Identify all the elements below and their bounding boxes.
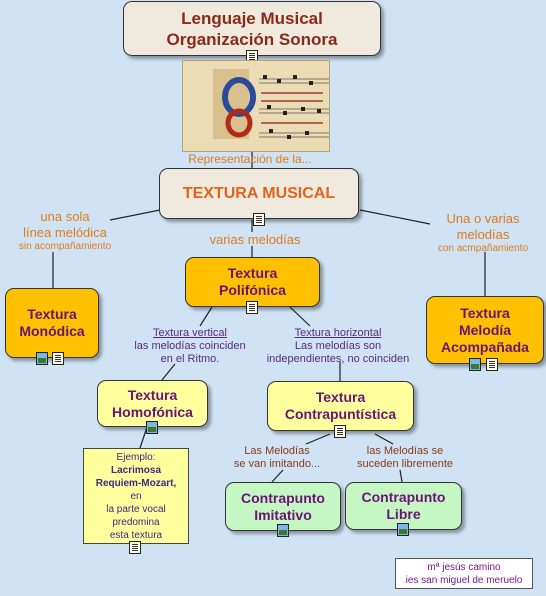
image-icon[interactable] xyxy=(36,352,48,365)
connector-poly-horizontal xyxy=(289,306,311,327)
example-line6: predomina xyxy=(112,516,160,528)
node-textura-monodica-line2: Monódica xyxy=(19,323,85,339)
document-icon[interactable] xyxy=(129,541,141,554)
author-credit-line2: ies san miguel de meruelo xyxy=(405,575,523,586)
image-icon[interactable] xyxy=(397,523,409,536)
node-homofonica-line2: Homofónica xyxy=(112,403,193,420)
document-icon[interactable] xyxy=(486,358,498,371)
node-textura-polifonica[interactable]: Textura Polifónica xyxy=(185,257,320,307)
link-textura-vertical[interactable]: Textura vertical xyxy=(153,327,227,339)
image-icon[interactable] xyxy=(146,421,158,434)
connector-contra-free-a xyxy=(374,433,394,445)
connector-poly-vertical xyxy=(199,306,213,327)
node-textura-monodica-line1: Textura xyxy=(27,306,77,322)
node-contrapunto-libre[interactable]: Contrapunto Libre xyxy=(345,482,462,530)
node-imitativo-line1: Contrapunto xyxy=(241,489,325,506)
node-lenguaje-musical-line2: Organización Sonora xyxy=(166,29,338,49)
edge-label-accomp-line3: con acmpañamiento xyxy=(437,243,529,254)
node-textura-musical[interactable]: TEXTURA MUSICAL xyxy=(159,168,359,219)
document-icon[interactable] xyxy=(246,301,258,314)
edge-label-free: las Melodías se suceden libremente xyxy=(350,445,460,471)
edge-label-monodic: una sola línea melódica sin acompañamien… xyxy=(0,209,130,253)
author-credit: mª jesús camino ies san miguel de meruel… xyxy=(395,558,533,589)
document-icon[interactable] xyxy=(334,425,346,438)
node-acompanada-line1: Textura xyxy=(460,304,510,321)
edge-label-vertical-line2: las melodías coinciden xyxy=(134,340,246,352)
edge-label-horizontal-line3: independientes, no coinciden xyxy=(266,353,410,365)
node-textura-contrapuntistica[interactable]: Textura Contrapuntística xyxy=(267,381,414,431)
node-lenguaje-musical[interactable]: Lenguaje Musical Organización Sonora xyxy=(123,1,381,56)
node-textura-melodia-acompanada[interactable]: Textura Melodía Acompañada xyxy=(426,296,544,364)
connector-main-accomp xyxy=(359,209,431,225)
edge-label-horizontal: Textura horizontal Las melodías son inde… xyxy=(258,327,418,366)
edge-label-imitative: Las Melodías se van imitando... xyxy=(222,445,332,471)
edge-label-vertical-line3: en el Ritmo. xyxy=(160,353,220,365)
image-icon[interactable] xyxy=(277,524,289,537)
document-icon[interactable] xyxy=(253,213,265,226)
example-line3: Requiem-Mozart, xyxy=(95,477,177,489)
example-line4: en xyxy=(130,490,142,502)
author-credit-line1: mª jesús camino xyxy=(427,562,501,573)
edge-label-free-line2: suceden libremente xyxy=(356,458,453,470)
node-acompanada-line3: Acompañada xyxy=(441,338,529,355)
node-contrapuntistica-line1: Textura xyxy=(315,389,366,405)
manuscript-illustration xyxy=(183,61,329,151)
edge-label-poly-line1: varias melodías xyxy=(209,232,301,247)
image-icon[interactable] xyxy=(469,358,481,371)
connector-contra-free-b xyxy=(399,469,403,483)
edge-label-monodic-line2: línea melódica xyxy=(23,225,107,240)
edge-label-poly: varias melodías xyxy=(195,232,315,248)
connector-contra-imit-b xyxy=(271,469,284,483)
node-lenguaje-musical-line1: Lenguaje Musical xyxy=(181,8,323,28)
edge-label-free-line1: las Melodías se xyxy=(366,445,444,457)
node-contrapuntistica-line2: Contrapuntística xyxy=(284,406,397,422)
edge-label-monodic-line3: sin acompañamiento xyxy=(18,241,112,252)
example-line5: la parte vocal xyxy=(106,503,166,515)
node-textura-polifonica-line2: Polifónica xyxy=(219,282,286,298)
node-textura-homofonica[interactable]: Textura Homofónica xyxy=(97,380,208,427)
manuscript-image[interactable] xyxy=(182,60,330,152)
edge-label-accomp-line1: Una o varias xyxy=(446,211,520,226)
document-icon[interactable] xyxy=(52,352,64,365)
node-homofonica-line1: Textura xyxy=(127,386,178,403)
image-caption: Representación de la... xyxy=(188,152,312,166)
node-textura-musical-label: TEXTURA MUSICAL xyxy=(182,184,336,202)
edge-label-imitative-line2: se van imitando... xyxy=(233,458,321,470)
node-textura-polifonica-line1: Textura xyxy=(227,265,278,281)
node-textura-monodica[interactable]: Textura Monódica xyxy=(5,288,99,358)
example-line7: esta textura xyxy=(109,529,163,541)
edge-label-imitative-line1: Las Melodías xyxy=(244,445,310,457)
example-box[interactable]: Ejemplo: Lacrimosa Requiem-Mozart, en la… xyxy=(83,448,189,544)
connector-main-monodic xyxy=(109,209,161,221)
example-line2: Lacrimosa xyxy=(110,464,162,476)
node-imitativo-line2: Imitativo xyxy=(254,506,312,523)
edge-label-monodic-line1: una sola xyxy=(40,209,90,224)
connector-homo-example xyxy=(139,426,148,449)
node-libre-line2: Libre xyxy=(386,506,421,522)
edge-label-vertical: Textura vertical las melodías coinciden … xyxy=(110,327,270,366)
example-line1: Ejemplo: xyxy=(116,451,156,463)
connector-contra-imit-a xyxy=(305,433,331,445)
edge-label-accomp: Una o varias melodías con acmpañamiento xyxy=(418,211,546,255)
link-textura-horizontal[interactable]: Textura horizontal xyxy=(294,327,382,339)
edge-label-accomp-line2: melodías xyxy=(456,227,510,242)
connector-vertical-homo xyxy=(161,363,176,381)
edge-label-horizontal-line2: Las melodías son xyxy=(294,340,382,352)
node-acompanada-line2: Melodía xyxy=(458,321,512,338)
node-libre-line1: Contrapunto xyxy=(361,489,446,505)
